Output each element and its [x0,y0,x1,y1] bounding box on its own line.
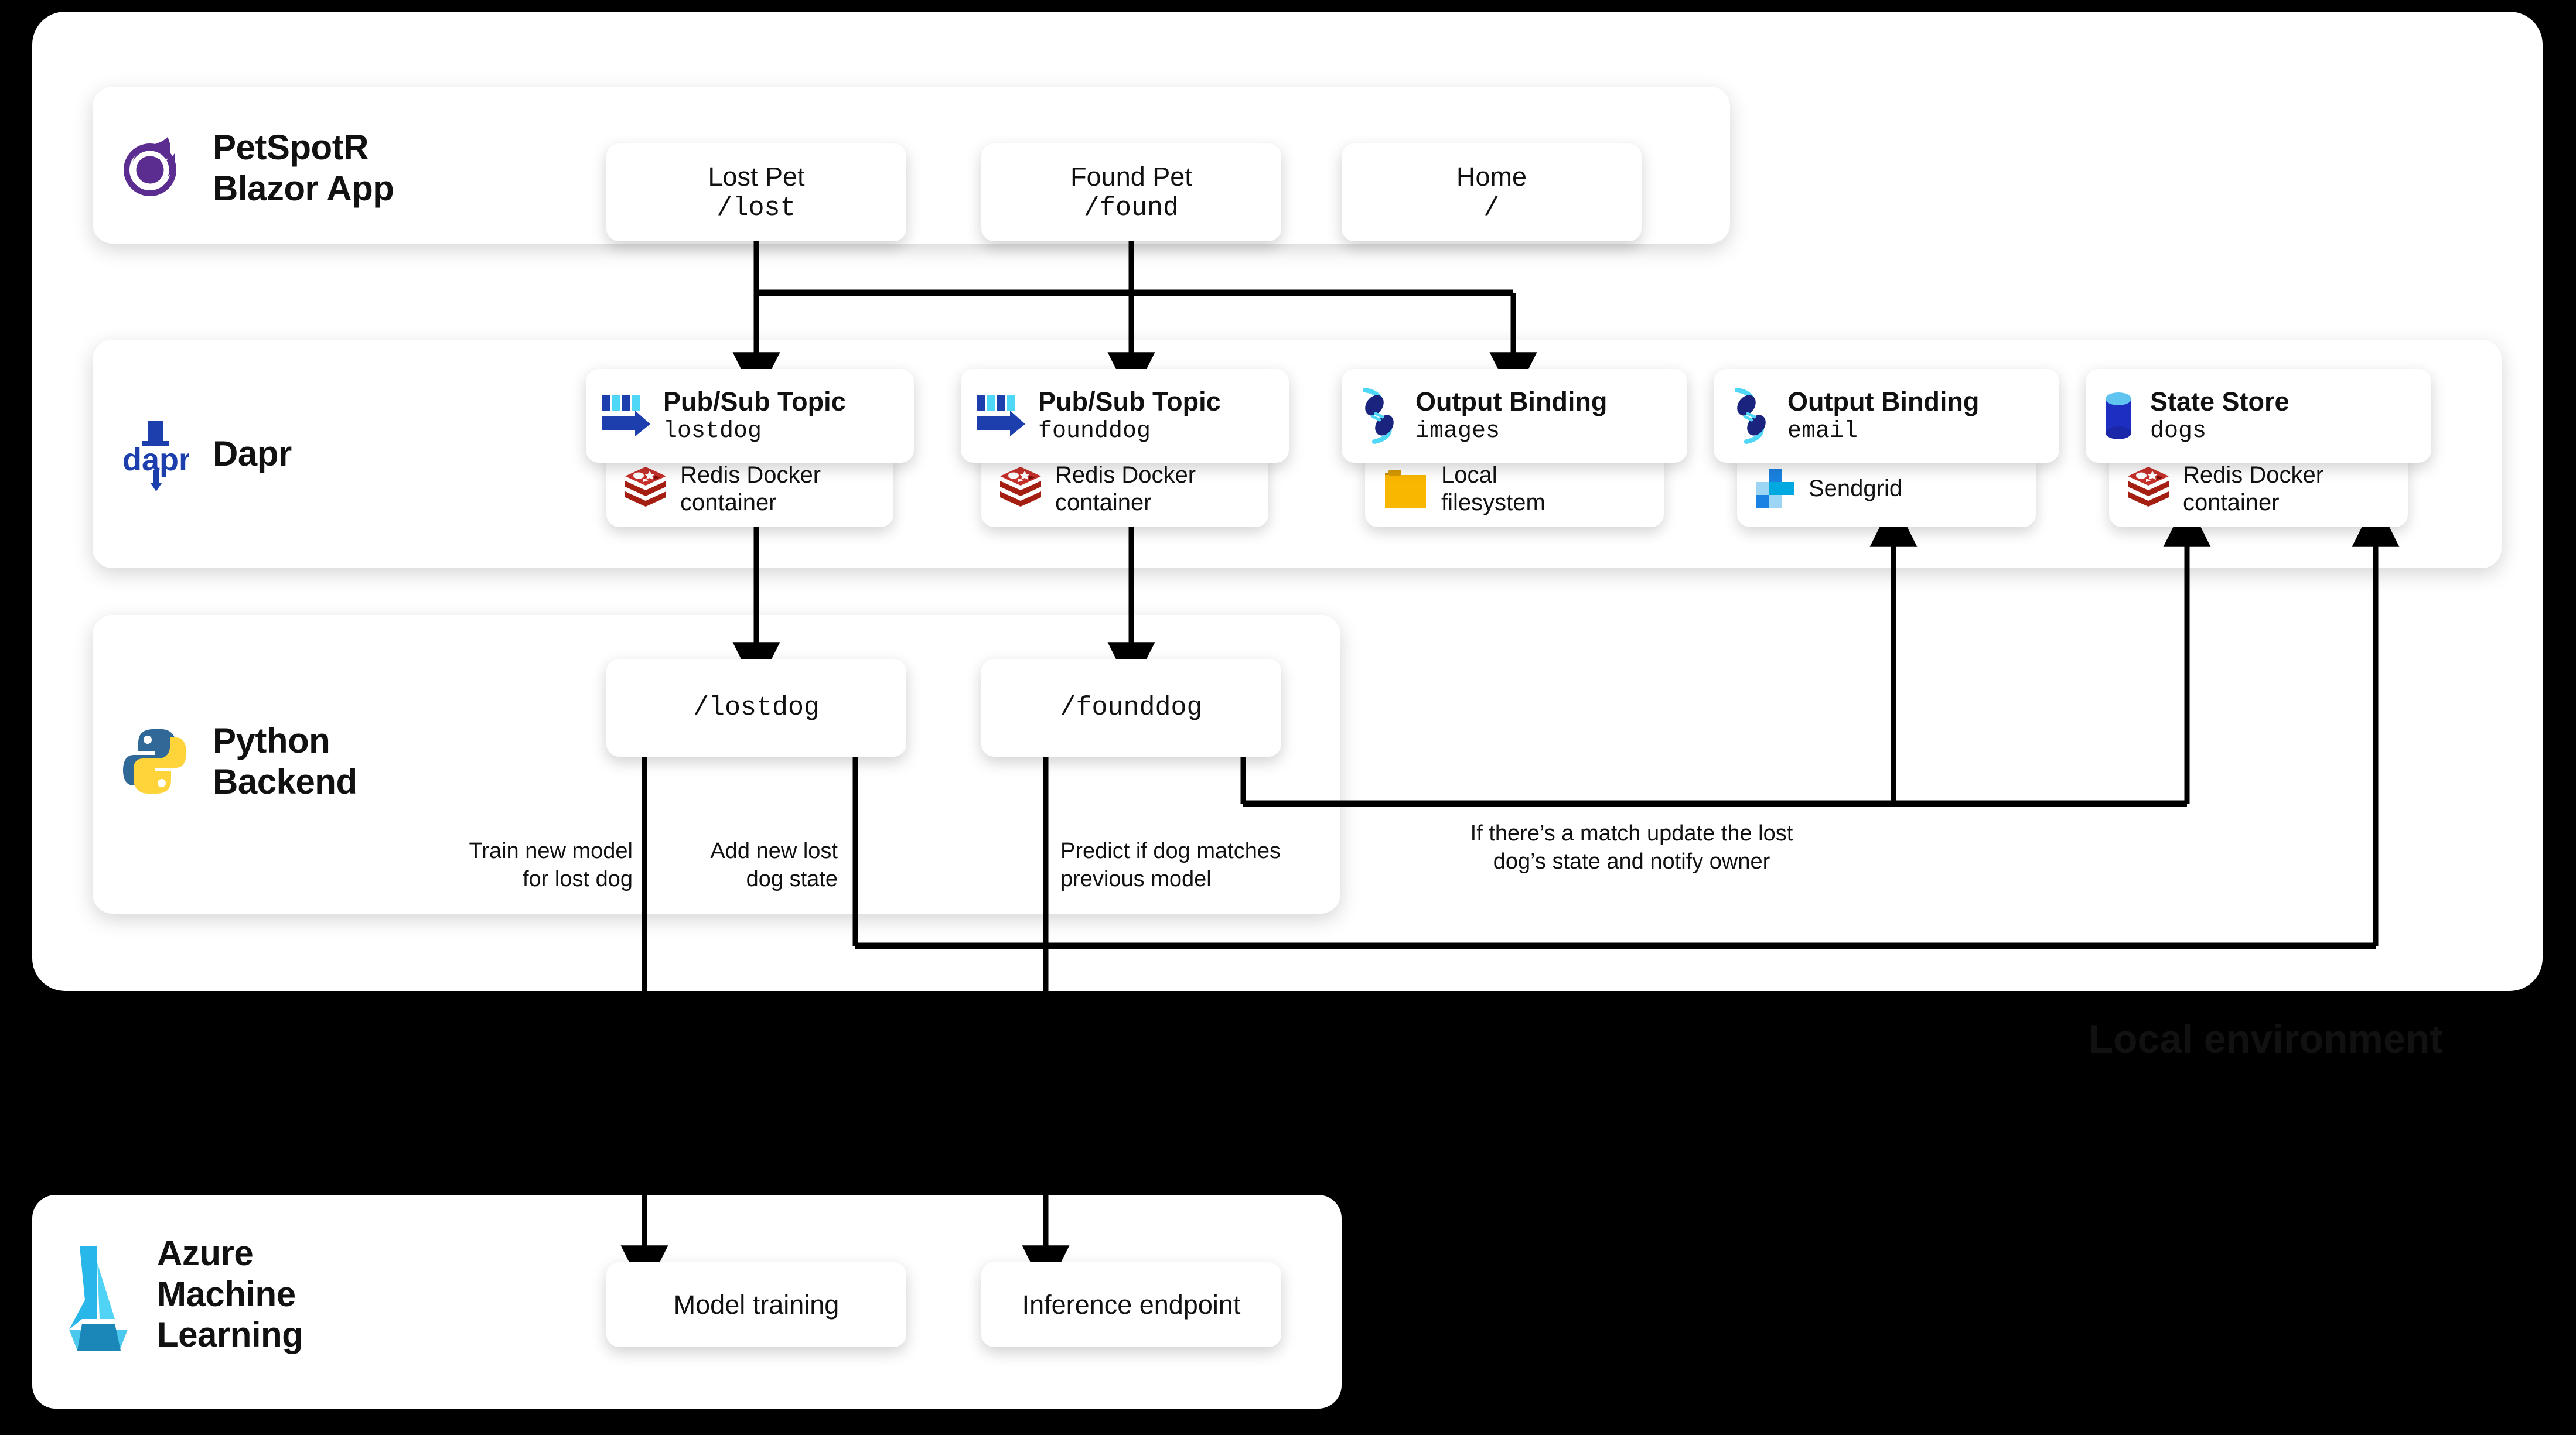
backing-label: Local filesystem [1441,462,1545,515]
redis-logo [624,466,667,512]
node-home[interactable]: Home / [1342,144,1642,241]
node-found-pet[interactable]: Found Pet /found [981,144,1281,241]
blazor-logo [120,131,189,206]
binding-icon [1729,387,1776,445]
redis-logo [2127,466,2170,512]
node-route: / [1483,193,1500,223]
backing-redis-lostdog: Redis Docker container [606,451,893,527]
component-subtitle: founddog [1038,418,1151,445]
redis-logo [999,466,1042,512]
node-inference-endpoint[interactable]: Inference endpoint [981,1262,1281,1347]
dapr-band-label: dapr Dapr [120,410,530,498]
pubsub-icon [976,394,1026,438]
backing-redis-founddog: Redis Docker container [981,451,1268,527]
node-route: /lostdog [692,692,820,723]
component-title: Output Binding [1415,387,1608,417]
backing-label: Redis Docker container [1055,462,1196,515]
annotation-add-state: Add new lost dog state [710,839,838,891]
component-binding-images[interactable]: Output Binding images [1342,369,1687,463]
component-pubsub-founddog[interactable]: Pub/Sub Topic founddog [961,369,1289,463]
node-lost-pet[interactable]: Lost Pet /lost [606,144,906,241]
node-title: Home [1456,161,1527,192]
backing-label: Sendgrid [1809,476,1903,502]
dapr-logo: dapr [120,416,189,491]
component-state-store[interactable]: State Store dogs [2086,369,2431,463]
annotation-train-model: Train new model for lost dog [469,839,633,891]
backing-label: Redis Docker container [2183,462,2324,515]
backing-label: Redis Docker container [680,462,821,515]
node-lostdog-endpoint[interactable]: /lostdog [606,659,906,757]
node-label: Inference endpoint [1022,1289,1241,1320]
azureml-band-title: Azure Machine Learning [157,1234,303,1355]
sendgrid-logo [1755,468,1796,510]
azure-ml-logo [64,1233,134,1368]
component-binding-email[interactable]: Output Binding email [1714,369,2059,463]
node-title: Lost Pet [708,161,805,192]
component-title: State Store [2150,387,2290,417]
statestore-icon [2101,391,2138,441]
pubsub-icon [601,394,651,438]
binding-icon [1357,387,1404,445]
blazor-band-label: PetSpotR Blazor App [120,124,565,212]
node-label: Model training [673,1289,840,1320]
python-band-label: Python Backend [120,709,565,814]
component-subtitle: email [1787,418,1858,445]
component-title: Pub/Sub Topic [1038,387,1221,417]
blazor-band-title: PetSpotR Blazor App [213,128,394,208]
python-logo [120,724,189,799]
node-model-training[interactable]: Model training [606,1262,906,1347]
azureml-band-label: Azure Machine Learning [64,1233,510,1374]
annotation-predict: Predict if dog matches previous model [1060,839,1281,891]
component-subtitle: images [1415,418,1500,445]
node-title: Found Pet [1070,161,1192,192]
backing-local-filesystem: Local filesystem [1365,451,1664,527]
component-subtitle: lostdog [663,418,762,445]
component-title: Pub/Sub Topic [663,387,846,417]
node-founddog-endpoint[interactable]: /founddog [981,659,1281,757]
node-route: /founddog [1060,692,1203,723]
local-environment-label: Local environment [2089,1017,2443,1061]
component-pubsub-lostdog[interactable]: Pub/Sub Topic lostdog [586,369,914,463]
node-route: /lost [716,193,796,223]
component-title: Output Binding [1787,387,1980,417]
annotation-match-update: If there’s a match update the lost dog’s… [1470,821,1793,874]
python-band-title: Python Backend [213,721,357,801]
dapr-band-title: Dapr [213,434,292,474]
folder-icon [1383,467,1428,511]
component-subtitle: dogs [2150,418,2207,445]
node-route: /found [1083,193,1179,223]
